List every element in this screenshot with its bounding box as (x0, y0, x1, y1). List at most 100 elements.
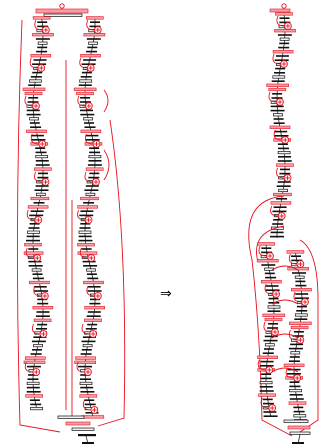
right-branch-a-op-bar (262, 352, 274, 354)
left-col-b-op-bar (81, 71, 92, 74)
left-col-a-op-bar (38, 172, 48, 175)
right-branch-a-op-bar (261, 373, 272, 375)
left-col-b-op-bar (78, 84, 92, 86)
left-col-b-param-node (76, 91, 94, 96)
left-merge-bar (78, 434, 96, 437)
left-col-a-op-bar (34, 290, 49, 292)
left-col-a-param-node (25, 394, 44, 398)
right-trunk-op-bar (276, 185, 291, 187)
right-branch-b-op-node (290, 351, 301, 355)
left-col-a-op-node (31, 268, 42, 272)
right-branch-a-op-bar (268, 323, 279, 325)
left-col-a-op-bar (36, 311, 50, 313)
left-col-b-op-bar (84, 399, 95, 401)
left-col-b-op-bar (87, 164, 102, 166)
right-cross-link (271, 265, 299, 271)
left-output-node (82, 442, 94, 444)
right-merge-op (283, 419, 309, 423)
left-col-a-skip-edge (29, 57, 39, 69)
right-branch-a-param-node (262, 313, 286, 317)
right-trunk-param-node (274, 29, 296, 33)
right-output-node (292, 442, 304, 444)
left-col-b-skip-edge (82, 399, 92, 411)
right-branch-b-op-bar (294, 318, 308, 320)
left-col-b-op-bar (80, 386, 94, 389)
left-merge-op-2 (71, 427, 95, 431)
left-col-a-skip-edge (33, 285, 42, 297)
left-col-a-op-bar (26, 113, 41, 116)
left-col-a-param-node (32, 33, 54, 37)
left-col-b-op-bar (90, 298, 100, 301)
right-trunk-op-bar (273, 118, 284, 120)
left-col-b-param-node (80, 54, 101, 58)
left-col-b-param-node (84, 306, 105, 310)
left-col-a-op-bar (29, 223, 40, 225)
right-branch-a-op-node (267, 305, 281, 309)
right-branch-b-op-bar (293, 406, 304, 409)
left-col-a-op-node (30, 407, 43, 411)
left-loop-b (103, 149, 110, 181)
right-trunk-op-bar (272, 210, 287, 213)
right-branch-a-op-node (264, 343, 275, 347)
right-trunk-op-bar (278, 147, 289, 150)
left-col-a-op-bar (35, 151, 47, 154)
left-col-b-op-bar (80, 76, 92, 78)
right-branch-b-op-bar (289, 356, 300, 358)
left-col-b-skip-edge (84, 171, 94, 183)
left-col-a-op-bar (37, 176, 49, 179)
right-trunk-op-bar (271, 80, 285, 82)
left-col-a-op-bar (37, 302, 49, 305)
left-col-b-op-bar (89, 302, 101, 305)
right-branch-a-param-node (260, 280, 282, 284)
left-col-b-op-bar (88, 160, 102, 162)
left-col-a-op-bar (30, 134, 44, 137)
right-branch-b-skip-edge (288, 329, 298, 341)
right-branch-b-param-node (288, 401, 307, 405)
left-col-a-skip-edge (26, 209, 36, 221)
left-col-a-skip-edge (34, 171, 43, 183)
left-col-b-op-node (85, 192, 96, 196)
right-trunk-op-node (272, 75, 286, 79)
left-col-b-op-bar (78, 239, 93, 242)
left-col-b-op-bar (81, 248, 92, 250)
transformation-arrow: ⇒ (160, 286, 172, 302)
left-col-a-op-node (33, 344, 43, 348)
right-trunk-param-node (266, 83, 290, 87)
right-trunk-op-bar (279, 42, 290, 45)
left-col-b-op-bar (87, 46, 98, 49)
left-col-a-param-node (30, 196, 50, 201)
left-col-b-skip-edge (79, 247, 89, 259)
right-branch-b-op-bar (292, 335, 304, 337)
left-col-a-op-bar (30, 403, 42, 406)
left-outer-rail-a (16, 19, 61, 433)
left-col-a-op-bar (28, 84, 42, 86)
right-branch-b-op-bar (293, 410, 305, 413)
right-trunk-param-node (270, 201, 292, 205)
left-col-b-op-bar (81, 340, 96, 343)
right-cross-link (271, 367, 299, 373)
right-trunk-op-bar (274, 72, 285, 74)
left-col-b-op-bar (80, 374, 91, 376)
right-branch-b-param-node (286, 250, 305, 254)
left-col-b-op-bar (84, 189, 99, 191)
right-branch-b-op-bar (292, 272, 306, 274)
left-col-b-op-bar (87, 323, 98, 326)
left-col-a-param-node (33, 318, 52, 322)
right-cross-link (271, 333, 299, 339)
left-col-b-op-bar (81, 63, 96, 65)
right-branch-a-skip-edge (264, 283, 274, 295)
left-col-b-op-bar (90, 21, 100, 23)
left-col-a-op-bar (28, 374, 39, 376)
right-trunk-op-bar (279, 17, 290, 19)
right-trunk-skip-edge (268, 91, 278, 103)
left-col-a-op-bar (35, 147, 46, 149)
left-col-b-op-bar (87, 311, 101, 313)
left-col-a-op-bar (32, 71, 43, 74)
right-branch-a-op-bar (265, 289, 280, 291)
left-merge-op (57, 415, 85, 419)
right-input-node (281, 3, 287, 9)
right-trunk-param-node (275, 12, 293, 16)
left-col-a-skip-edge (24, 361, 34, 373)
right-trunk-op-bar (278, 156, 291, 158)
